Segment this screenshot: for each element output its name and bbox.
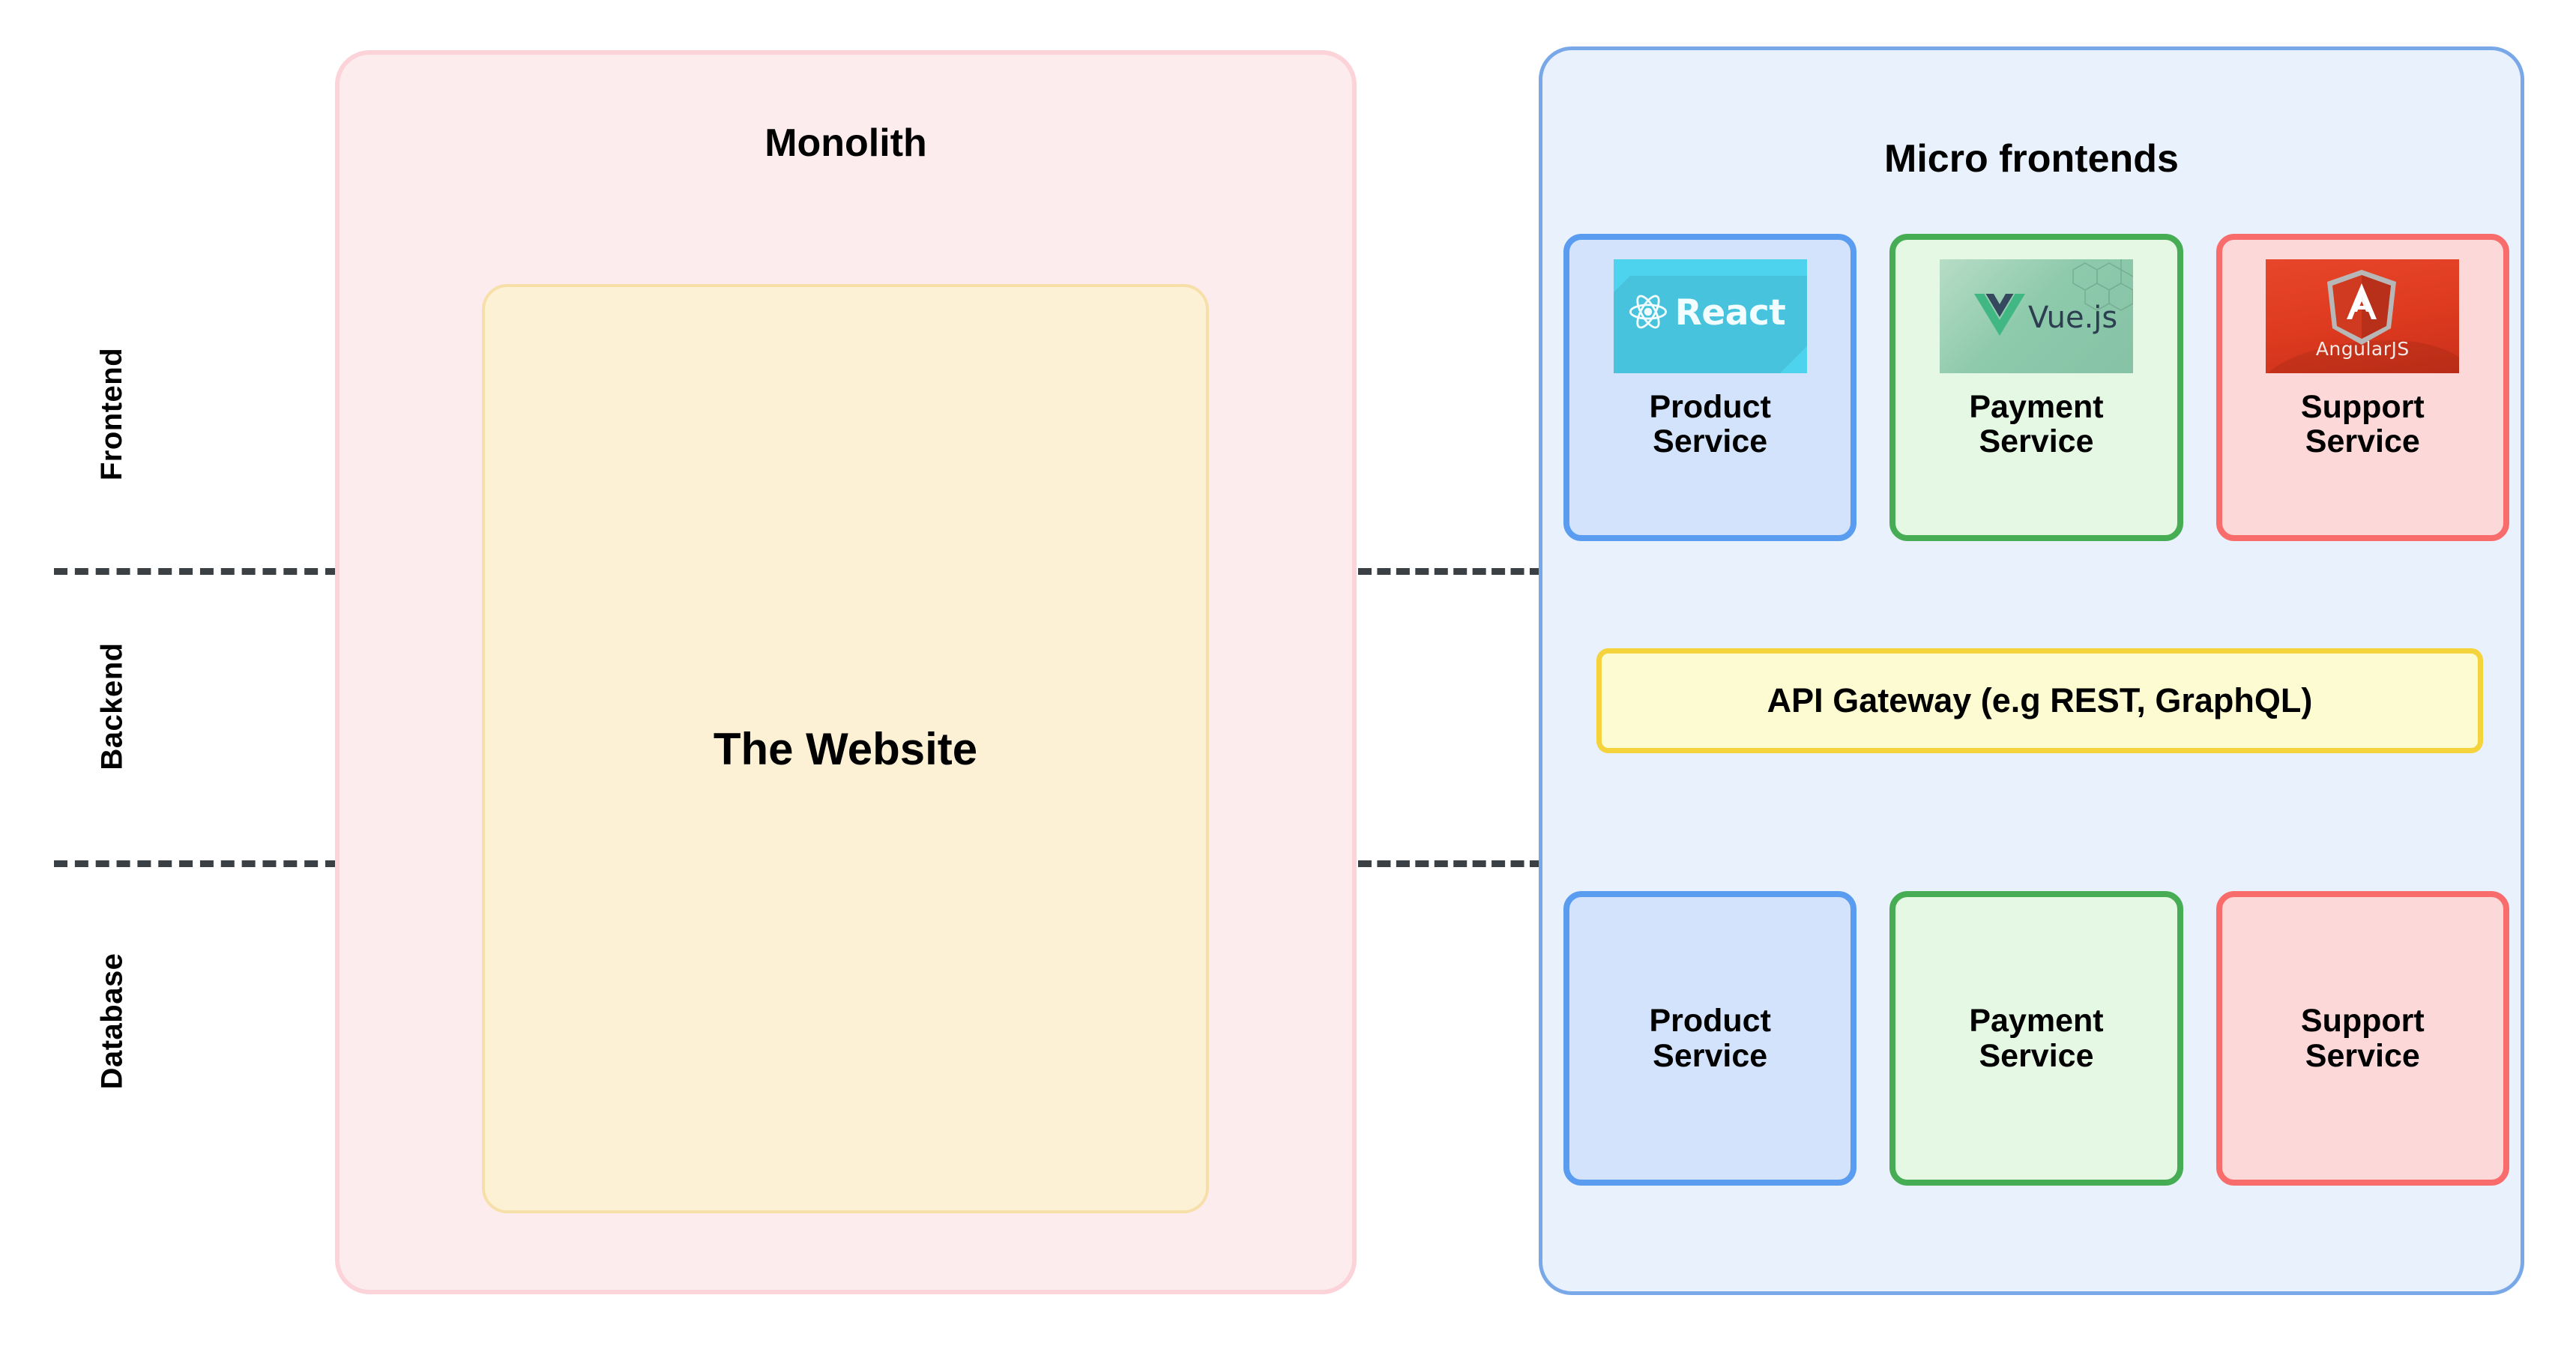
api-gateway-box[interactable]: API Gateway (e.g REST, GraphQL) bbox=[1596, 648, 2483, 753]
database-card-support-service-label: Support Service bbox=[2300, 1003, 2425, 1074]
stage-label-backend: Backend bbox=[0, 642, 225, 770]
the-website-label: The Website bbox=[713, 723, 978, 774]
database-card-product-service-label: Product Service bbox=[1649, 1003, 1771, 1074]
the-website-box[interactable]: The Website bbox=[482, 284, 1209, 1213]
divider-backend-database-left bbox=[54, 860, 339, 867]
database-card-payment-service-label: Payment Service bbox=[1969, 1003, 2104, 1074]
micro-frontends-panel: Micro frontends React Product Service bbox=[1539, 46, 2524, 1295]
micro-frontends-title: Micro frontends bbox=[1884, 137, 2179, 181]
database-cards-row: Product Service Payment Service Support … bbox=[1561, 891, 2509, 1191]
stage-label-database: Database bbox=[0, 953, 225, 1090]
stage-label-frontend-text: Frontend bbox=[95, 347, 129, 481]
monolith-title: Monolith bbox=[764, 121, 927, 165]
divider-frontend-backend-right bbox=[1358, 568, 1543, 575]
react-logo-text: React bbox=[1674, 292, 1786, 334]
angularjs-logo-text: AngularJS bbox=[2315, 338, 2410, 360]
react-logo: React bbox=[1613, 259, 1807, 373]
vuejs-logo-text: Vue.js bbox=[2027, 301, 2118, 335]
database-card-support-service[interactable]: Support Service bbox=[2215, 891, 2509, 1186]
frontend-card-product-service-label: Product Service bbox=[1649, 389, 1771, 460]
frontend-card-payment-service[interactable]: Vue.js Payment Service bbox=[1889, 234, 2183, 541]
angularjs-logo: AngularJS bbox=[2266, 259, 2460, 373]
monolith-panel: Monolith The Website bbox=[335, 50, 1357, 1294]
frontend-card-product-service[interactable]: React Product Service bbox=[1563, 234, 1857, 541]
divider-backend-database-right bbox=[1358, 860, 1543, 867]
react-atom-icon bbox=[1629, 295, 1667, 329]
frontend-card-support-service[interactable]: AngularJS Support Service bbox=[2215, 234, 2509, 541]
database-card-product-service[interactable]: Product Service bbox=[1563, 891, 1857, 1186]
angular-shield-icon bbox=[2327, 270, 2397, 345]
stage-label-frontend: Frontend bbox=[0, 348, 225, 480]
vuejs-logo: Vue.js bbox=[1939, 259, 2133, 373]
stage-label-database-text: Database bbox=[95, 953, 129, 1090]
frontend-card-support-service-label: Support Service bbox=[2300, 389, 2425, 460]
frontend-card-payment-service-label: Payment Service bbox=[1969, 389, 2104, 460]
database-card-payment-service[interactable]: Payment Service bbox=[1889, 891, 2183, 1186]
stage-label-backend-text: Backend bbox=[95, 642, 129, 770]
api-gateway-label: API Gateway (e.g REST, GraphQL) bbox=[1767, 681, 2313, 719]
divider-frontend-backend-left bbox=[54, 568, 339, 575]
frontend-cards-row: React Product Service bbox=[1561, 234, 2509, 549]
vue-hexagon-pattern-icon bbox=[2072, 259, 2133, 311]
vue-v-icon bbox=[1973, 294, 2025, 336]
